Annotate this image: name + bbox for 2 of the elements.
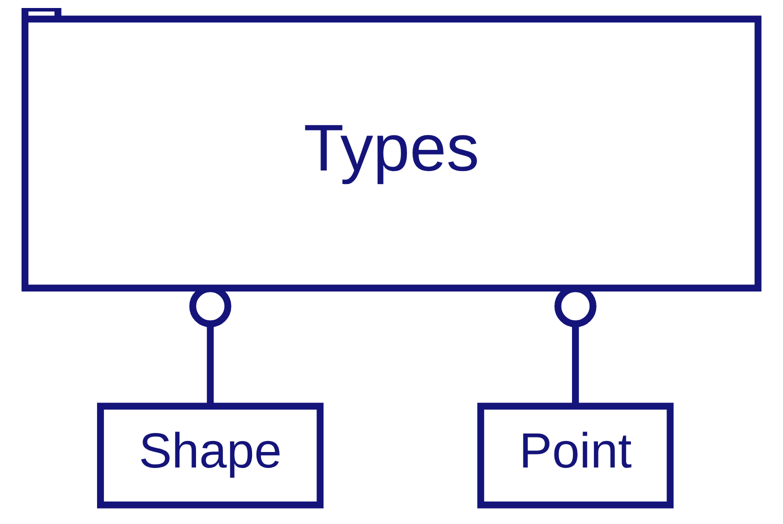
node-box: Shape: [97, 402, 324, 508]
node-box: Point: [477, 402, 674, 508]
